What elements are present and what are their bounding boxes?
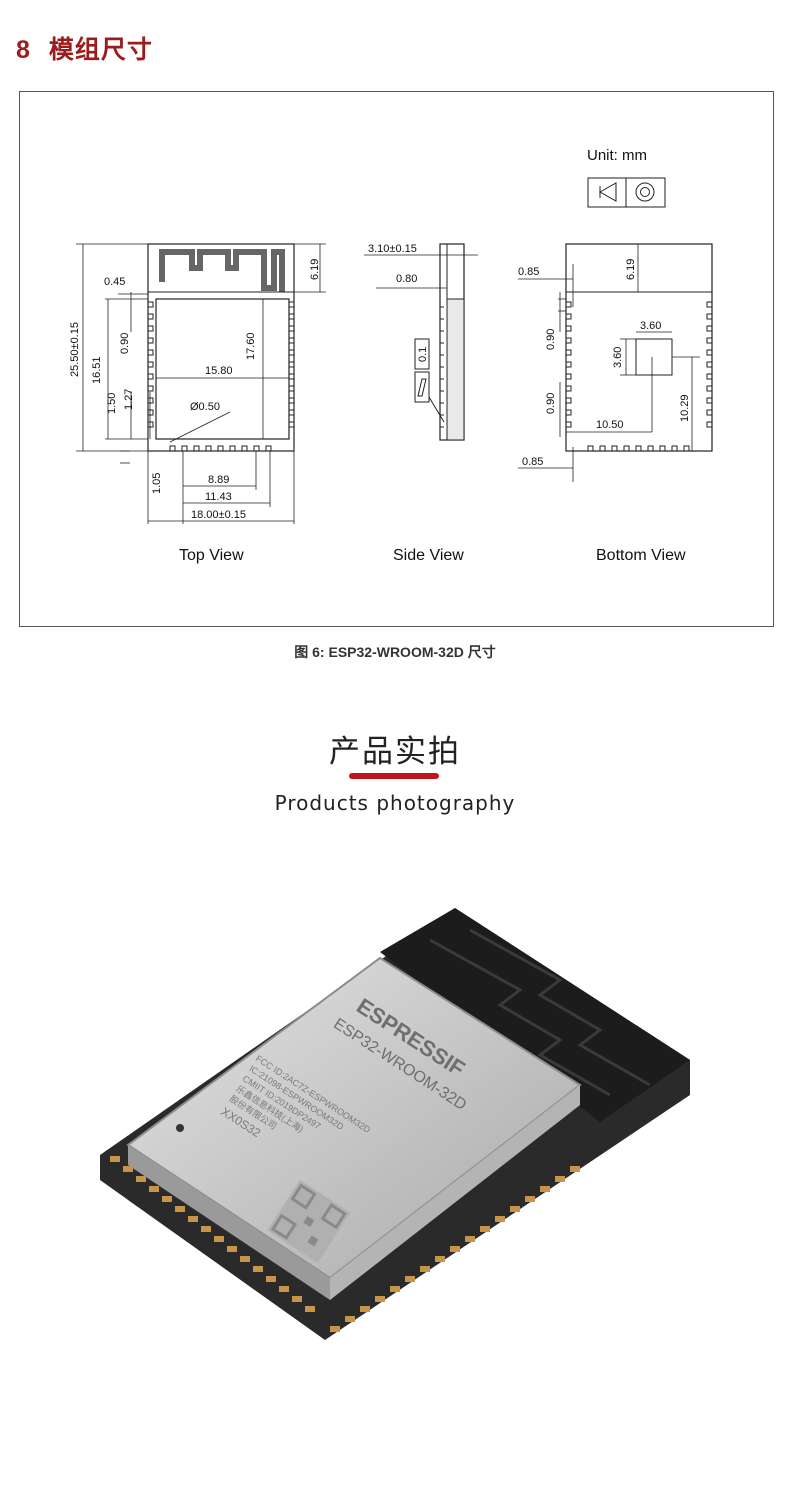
section-number: 8 [16,36,31,64]
dim-0-85-bottom-b: 0.85 [522,456,543,468]
dimension-drawing-svg: Unit: mm [69,147,713,524]
photo-section-subtitle: Products photography [274,791,516,815]
dim-3-60-horizontal: 3.60 [640,320,661,332]
dim-16-51: 16.51 [91,356,103,384]
dim-6-19-top: 6.19 [309,259,321,280]
dim-3-60-vertical: 3.60 [612,347,624,368]
side-view-dimension-lines [364,244,478,289]
antenna-trace [429,928,651,1097]
dim-0-90-bottom-a: 0.90 [545,329,557,350]
product-photo: ESPRESSIF ESP32-WROOM-32D FCC ID:2AC7Z-E… [100,908,690,1340]
figure-caption: 图 6: ESP32-WROOM-32D 尺寸 [294,644,496,660]
dim-1-05: 1.05 [151,473,163,494]
dim-15-80: 15.80 [205,365,233,377]
bottom-view-dimension-lines [518,244,700,482]
projection-symbol [587,177,666,208]
pin1-marker [176,1124,184,1132]
side-view-outline [414,243,465,441]
qr-code [267,1180,351,1263]
top-view-caption: Top View [179,547,244,564]
section-heading: 8 模组尺寸 [16,30,153,66]
dim-25-50: 25.50±0.15 [69,322,81,377]
top-view-outline [147,243,295,452]
dim-1-50: 1.50 [106,393,118,414]
dim-6-19-bottom: 6.19 [625,259,637,280]
dim-10-29: 10.29 [679,394,691,422]
shield-side [128,1145,330,1300]
dim-0-90-bottom-b: 0.90 [545,393,557,414]
photo-section-title: 产品实拍 [329,734,461,770]
top-view-dimension-lines [76,243,326,524]
dim-1-27: 1.27 [123,389,135,410]
dimension-drawing: Unit: mm [19,91,774,627]
top-view-labels: 0.45 6.19 25.50±0.15 16.51 0.90 17.60 15… [69,259,321,521]
dim-0-90-top: 0.90 [119,333,131,354]
bottom-view-labels: 0.85 6.19 3.60 3.60 0.90 0.90 10.29 10.5… [518,259,691,468]
side-view-labels: 3.10±0.15 0.80 0.1 [368,243,429,362]
shield-front [330,1085,580,1300]
bottom-view-outline [565,243,713,452]
dim-0-45: 0.45 [104,276,125,288]
section-title: 模组尺寸 [48,37,153,64]
bottom-view-caption: Bottom View [596,547,686,564]
antenna-area [380,908,690,1122]
dim-18-00: 18.00±0.15 [191,509,246,521]
dim-0-85-bottom-a: 0.85 [518,266,539,278]
dim-phi-0-50: Ø0.50 [190,401,220,413]
unit-label: Unit: mm [587,147,647,164]
dim-11-43: 11.43 [205,491,232,503]
dim-0-80: 0.80 [396,273,417,285]
dim-8-89: 8.89 [208,474,229,486]
dim-0-1: 0.1 [417,347,429,362]
dim-17-60: 17.60 [245,332,257,360]
dim-3-10: 3.10±0.15 [368,243,417,255]
side-view-caption: Side View [393,547,464,564]
gold-pads [110,1156,580,1332]
dim-10-50: 10.50 [596,419,624,431]
title-underline [349,773,439,779]
